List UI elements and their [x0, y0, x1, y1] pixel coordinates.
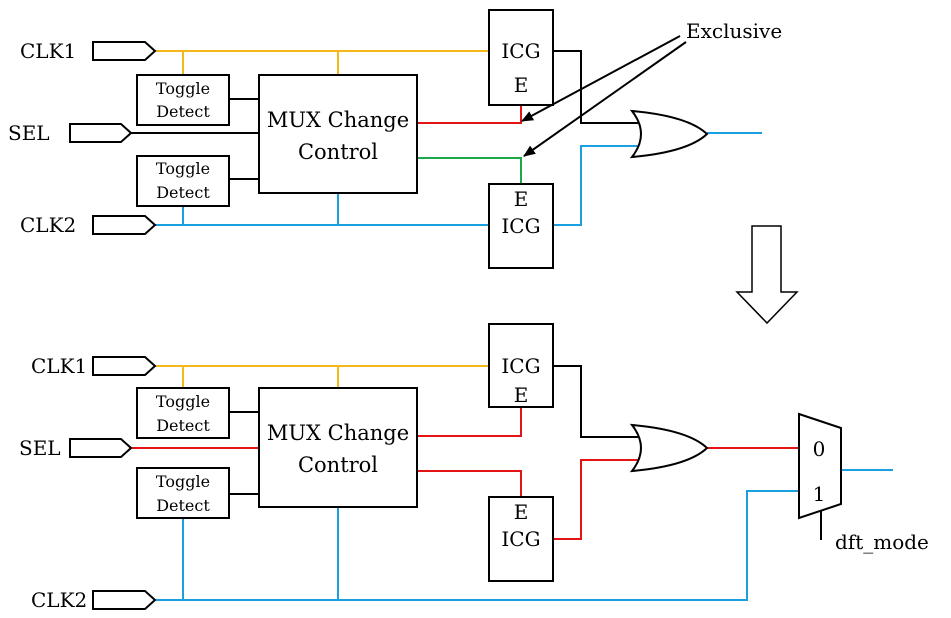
top-sel-pin — [69, 123, 133, 143]
bottom-red-wires — [131, 407, 799, 540]
bottom-icg-lower-name: ICG — [501, 527, 540, 551]
bottom-clk1-pin — [92, 356, 157, 376]
top-icg-upper-enable: E — [514, 73, 529, 97]
top-icg-upper-name: ICG — [501, 39, 540, 63]
bottom-clk2-wires — [155, 469, 893, 601]
bottom-icg-lower-enable: E — [514, 500, 529, 524]
top-or-gate — [629, 109, 709, 159]
top-icg-lower-enable: E — [514, 187, 529, 211]
bottom-icg-upper — [488, 323, 554, 408]
bottom-mux-in1-label: 1 — [813, 482, 826, 506]
exclusive-arrow-lower — [523, 41, 687, 157]
top-diagram: CLK1 SEL CLK2 Toggle Detect Toggle Detec… — [8, 9, 782, 269]
bottom-mux-in0-label: 0 — [813, 437, 826, 461]
exclusive-arrow-upper — [521, 35, 681, 122]
top-toggle-lower-line1: Toggle — [156, 159, 210, 178]
top-icg-upper — [488, 9, 554, 106]
top-enable-wire-upper — [417, 105, 522, 124]
top-enable-wire-lower — [417, 157, 522, 184]
bottom-toggle-lower-line2: Detect — [156, 496, 210, 515]
bottom-toggle-upper-line1: Toggle — [156, 392, 210, 411]
top-toggle-upper-line2: Detect — [156, 102, 210, 121]
top-clk1-label: CLK1 — [20, 39, 76, 63]
top-black-wires — [131, 50, 638, 180]
top-clk1-wires — [155, 50, 489, 75]
top-clk2-label: CLK2 — [20, 213, 76, 237]
top-clk1-pin — [92, 41, 157, 61]
top-toggle-upper-line1: Toggle — [156, 79, 210, 98]
bottom-clk2-pin — [92, 590, 157, 610]
top-toggle-detect-upper — [136, 74, 230, 126]
bottom-toggle-detect-lower — [136, 467, 230, 519]
bottom-sel-label: SEL — [19, 436, 61, 460]
top-toggle-detect-lower — [136, 155, 230, 207]
bottom-mux-change-line1: MUX Change — [267, 421, 409, 445]
exclusive-annotation: Exclusive — [686, 19, 782, 43]
top-icg-lower-name: ICG — [501, 214, 540, 238]
bottom-mux-change-control — [258, 387, 418, 508]
bottom-toggle-detect-upper — [136, 387, 230, 439]
bottom-clk2-label: CLK2 — [31, 588, 87, 612]
bottom-output-mux — [798, 412, 842, 520]
bottom-diagram: CLK1 SEL CLK2 Toggle Detect Toggle Detec… — [19, 323, 929, 612]
top-mux-change-control — [258, 74, 418, 194]
bottom-clk1-wires — [155, 365, 489, 388]
bottom-toggle-lower-line1: Toggle — [156, 472, 210, 491]
top-mux-change-line1: MUX Change — [267, 108, 409, 132]
top-toggle-lower-line2: Detect — [156, 183, 210, 202]
bottom-sel-pin — [69, 438, 133, 458]
bottom-mux-change-line2: Control — [298, 453, 378, 477]
bottom-icg-upper-enable: E — [514, 383, 529, 407]
top-mux-change-line2: Control — [298, 140, 378, 164]
top-clk2-pin — [92, 215, 157, 235]
down-arrow-icon — [735, 225, 799, 325]
bottom-or-gate — [629, 423, 709, 473]
top-icg-lower — [488, 183, 554, 269]
top-clk2-wires — [155, 132, 762, 226]
bottom-icg-upper-name: ICG — [501, 354, 540, 378]
bottom-clk1-label: CLK1 — [31, 354, 87, 378]
bottom-mux-select-label: dft_mode — [835, 530, 929, 554]
bottom-black-wires — [229, 365, 822, 540]
bottom-toggle-upper-line2: Detect — [156, 416, 210, 435]
top-sel-label: SEL — [8, 121, 50, 145]
bottom-icg-lower — [488, 496, 554, 582]
